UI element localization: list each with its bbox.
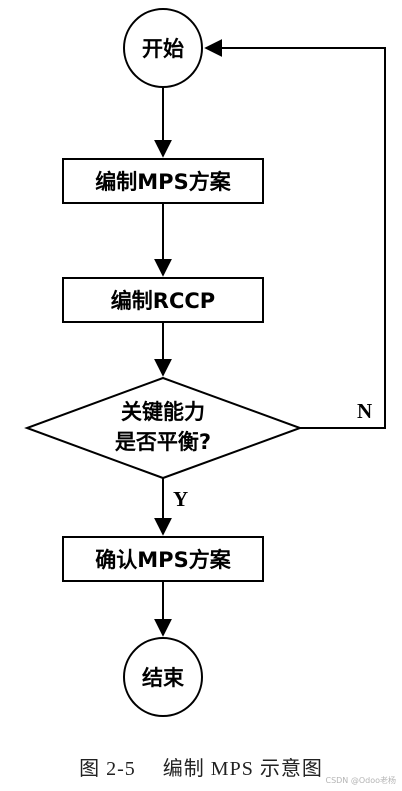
confirm-mps-label: 确认MPS方案 [95, 548, 231, 572]
start-label: 开始 [142, 37, 184, 61]
decision-label-line1: 关键能力 [121, 400, 205, 424]
yes-branch-label: Y [173, 487, 188, 511]
compile-mps-node: 编制MPS方案 [62, 158, 264, 204]
no-loop-back-connector [204, 39, 386, 429]
start-node: 开始 [123, 8, 203, 88]
watermark: CSDN @Odoo老杨 [325, 776, 396, 785]
end-label: 结束 [142, 666, 185, 690]
compile-rccp-label: 编制RCCP [111, 289, 215, 313]
confirm-mps-node: 确认MPS方案 [62, 536, 264, 582]
compile-mps-label: 编制MPS方案 [95, 170, 231, 194]
capacity-balance-decision: 关键能力 是否平衡? [24, 376, 303, 480]
compile-rccp-node: 编制RCCP [62, 277, 264, 323]
no-branch-label: N [357, 399, 372, 423]
figure-caption: 图 2-5 编制 MPS 示意图 [79, 758, 323, 780]
decision-label-line2: 是否平衡? [115, 430, 211, 454]
end-node: 结束 [123, 637, 203, 717]
